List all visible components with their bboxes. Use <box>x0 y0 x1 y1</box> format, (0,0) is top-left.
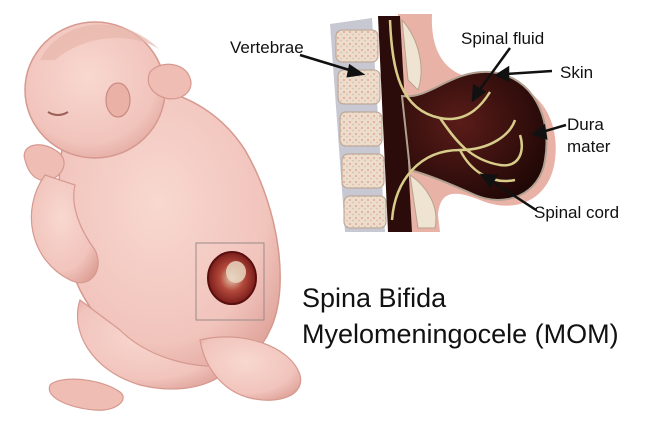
label-spinal-cord: Spinal cord <box>534 203 619 222</box>
baby-leg-lower <box>200 337 301 400</box>
label-skin: Skin <box>560 63 593 82</box>
label-spinal-fluid: Spinal fluid <box>461 29 544 48</box>
baby-ear <box>106 83 130 117</box>
baby-foot-left <box>49 379 123 410</box>
baby-hand-mouth <box>24 145 64 181</box>
baby-head <box>25 22 165 158</box>
figure-title: Spina Bifida Myelomeningocele (MOM) <box>302 283 619 349</box>
label-vertebrae: Vertebrae <box>230 38 304 57</box>
label-dura-line1: Dura <box>567 115 604 134</box>
title-line2: Myelomeningocele (MOM) <box>302 319 619 349</box>
lesion-center <box>226 261 246 283</box>
baby-figure <box>24 22 300 410</box>
label-dura-line2: mater <box>567 137 611 156</box>
title-line1: Spina Bifida <box>302 283 447 313</box>
